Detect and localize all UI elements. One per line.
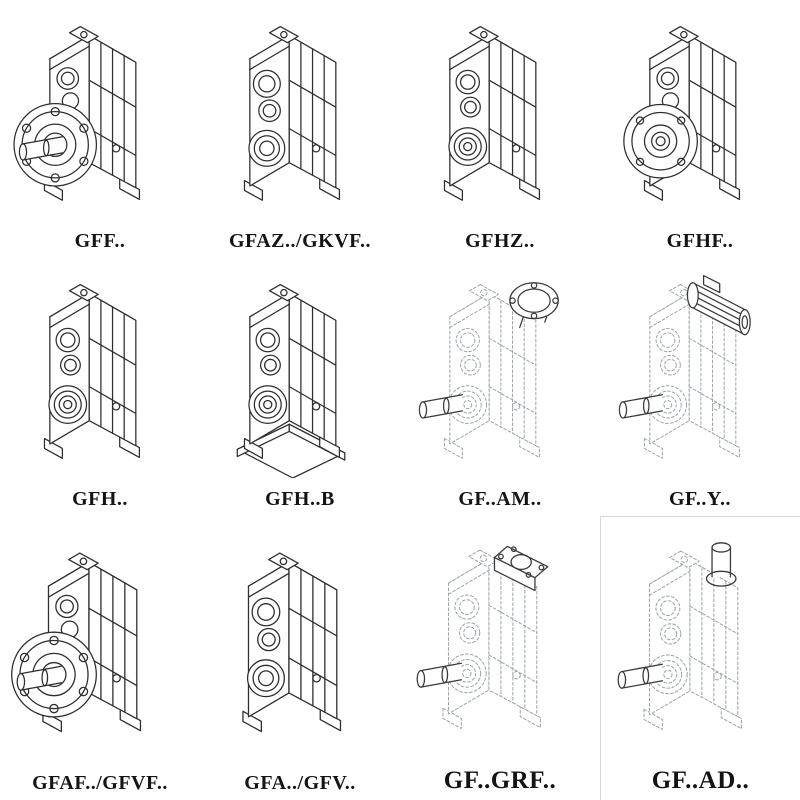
product-cell: GFAF../GFVF.. [0,516,200,800]
gearbox-drawing [402,4,598,230]
gearbox-shaft-mounted-icon [208,537,392,755]
gearbox-flange-hollow-icon [608,14,792,220]
product-cell: GF..AM.. [400,258,600,516]
product-cell: GFHZ.. [400,0,600,258]
product-cell: GF..AD.. [600,516,800,800]
product-cell: GF..GRF.. [400,516,600,800]
gearbox-input-shaft-icon [609,535,793,753]
gearbox-adapter-plate-icon [408,534,592,752]
model-label: GFH.. [72,488,128,510]
model-label: GFH..B [265,488,335,510]
gearbox-drawing [202,262,398,488]
product-cell: GFHF.. [600,0,800,258]
model-label: GF..AD.. [651,766,750,794]
model-label: GFHZ.. [465,230,535,252]
product-cell: GFF.. [0,0,200,258]
gearbox-drawing [603,521,798,767]
model-label: GFAF../GFVF.. [32,772,168,794]
gearbox-drawing [202,4,398,230]
model-label: GFA../GFV.. [244,772,356,794]
model-label: GFHF.. [666,230,734,252]
model-label: GF..Y.. [668,488,732,510]
gearbox-drawing [202,520,398,772]
gearbox-iec-adapter-icon [408,272,592,478]
gearbox-hollow-shaft-icon [8,272,192,478]
product-cell: GFAZ../GKVF.. [200,0,400,258]
product-cell: GF..Y.. [600,258,800,516]
gearbox-foot-flange-icon [8,537,192,755]
gearbox-hollow-shaft-icon [408,14,592,220]
product-cell: GFH..B [200,258,400,516]
model-label: GFF.. [74,230,126,252]
gearbox-shaft-mounted-icon [208,14,392,220]
gearbox-drawing [402,520,598,767]
gearbox-drawing [602,4,798,230]
gearbox-drawing [602,262,798,488]
product-cell: GFA../GFV.. [200,516,400,800]
product-cell: GFH.. [0,258,200,516]
gearbox-foot-flange-icon [8,14,192,220]
gearbox-drawing [2,4,198,230]
gearbox-drawing [2,520,198,772]
gearbox-motor-icon [608,272,792,478]
model-label: GF..AM.. [458,488,542,510]
gearbox-drawing [402,262,598,488]
model-label: GFAZ../GKVF.. [228,230,372,252]
gearbox-hollow-shaft-base-icon [208,272,392,478]
gearbox-drawing [2,262,198,488]
model-label: GF..GRF.. [443,766,557,794]
